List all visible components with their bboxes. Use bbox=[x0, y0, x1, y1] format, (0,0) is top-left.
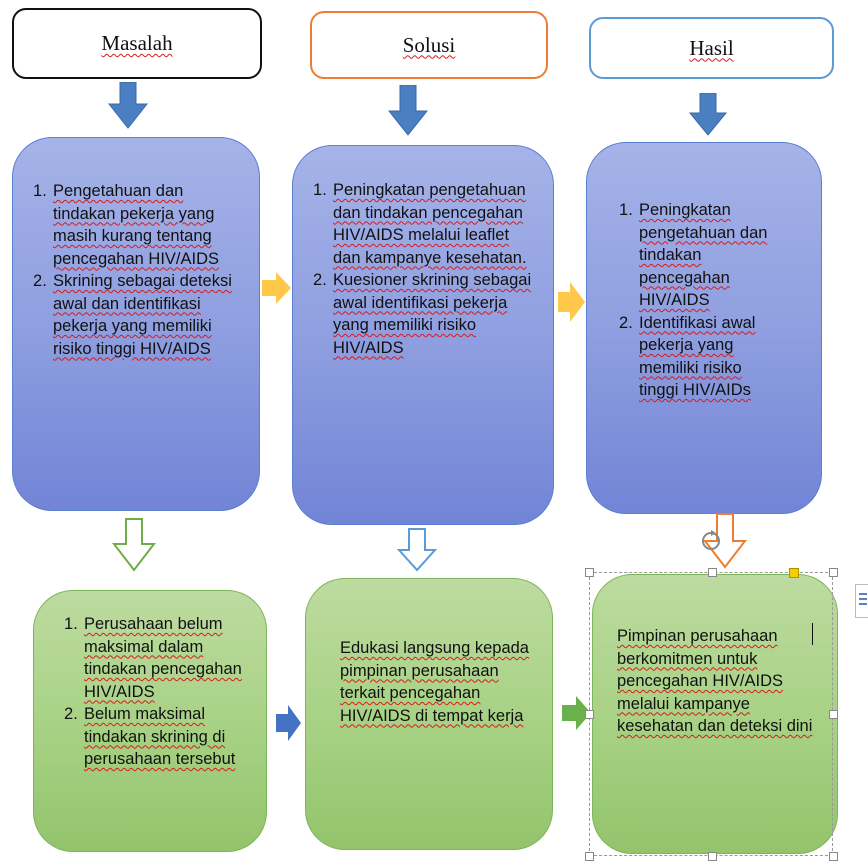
hasil-bottom-box: Pimpinan perusahaan berkomitmen untuk pe… bbox=[592, 574, 838, 854]
resize-handle-bl[interactable] bbox=[585, 852, 594, 861]
header-solusi: Solusi bbox=[310, 11, 548, 79]
masalah-bottom-box: Perusahaan belum maksimal dalam tindakan… bbox=[33, 590, 267, 852]
adjust-handle[interactable] bbox=[789, 568, 799, 578]
header-hasil: Hasil bbox=[589, 17, 834, 79]
list-item: Identifikasi awal pekerja yang memiliki … bbox=[619, 312, 756, 400]
header-hasil-label: Hasil bbox=[689, 35, 734, 60]
resize-handle-ml[interactable] bbox=[585, 710, 594, 719]
hasil-box: Peningkatan pengetahuan dan tindakan pen… bbox=[586, 142, 822, 514]
list-item: Perusahaan belum maksimal dalam tindakan… bbox=[64, 613, 242, 701]
text-cursor bbox=[812, 623, 813, 645]
resize-handle-mr[interactable] bbox=[829, 710, 838, 719]
resize-handle-tm[interactable] bbox=[708, 568, 717, 577]
masalah-list: Pengetahuan dan tindakan pekerja yang ma… bbox=[33, 180, 249, 360]
arrow-down-outline-blue bbox=[397, 528, 437, 572]
resize-handle-tr[interactable] bbox=[829, 568, 838, 577]
arrow-down-outline-green bbox=[112, 518, 156, 572]
arrow-right-yellow-1 bbox=[262, 272, 291, 304]
resize-handle-bm[interactable] bbox=[708, 852, 717, 861]
arrow-right-green bbox=[562, 696, 591, 730]
resize-handle-tl[interactable] bbox=[585, 568, 594, 577]
arrow-right-yellow-2 bbox=[558, 282, 585, 322]
arrow-down-hasil bbox=[688, 93, 728, 136]
arrow-down-solusi bbox=[387, 85, 429, 136]
list-item: Skrining sebagai deteksi awal dan identi… bbox=[33, 270, 232, 358]
arrow-down-masalah bbox=[107, 82, 149, 129]
hasil-list: Peningkatan pengetahuan dan tindakan pen… bbox=[619, 199, 783, 402]
layout-options-icon[interactable] bbox=[855, 584, 868, 618]
masalah-bottom-list: Perusahaan belum maksimal dalam tindakan… bbox=[64, 613, 252, 771]
arrow-down-outline-orange bbox=[703, 513, 747, 569]
list-item: Belum maksimal tindakan skrining di peru… bbox=[64, 703, 236, 768]
solusi-list: Peningkatan pengetahuan dan tindakan pen… bbox=[313, 179, 539, 359]
solusi-box: Peningkatan pengetahuan dan tindakan pen… bbox=[292, 145, 554, 525]
header-masalah: Masalah bbox=[12, 8, 262, 79]
arrow-right-blue bbox=[276, 705, 301, 741]
solusi-bottom-box: Edukasi langsung kepada pimpinan perusah… bbox=[305, 578, 553, 850]
header-solusi-label: Solusi bbox=[402, 32, 456, 57]
list-item: Peningkatan pengetahuan dan tindakan pen… bbox=[313, 179, 527, 267]
resize-handle-br[interactable] bbox=[829, 852, 838, 861]
header-masalah-label: Masalah bbox=[101, 31, 173, 55]
selection-frame[interactable] bbox=[589, 572, 833, 856]
rotate-handle-icon[interactable] bbox=[698, 528, 724, 554]
solusi-bottom-text: Edukasi langsung kepada pimpinan perusah… bbox=[340, 639, 529, 725]
list-item: Kuesioner skrining sebagai awal identifi… bbox=[313, 269, 532, 357]
list-item: Pengetahuan dan tindakan pekerja yang ma… bbox=[33, 180, 220, 268]
masalah-box: Pengetahuan dan tindakan pekerja yang ma… bbox=[12, 137, 260, 511]
hasil-bottom-text: Pimpinan perusahaan berkomitmen untuk pe… bbox=[617, 627, 813, 735]
list-item: Peningkatan pengetahuan dan tindakan pen… bbox=[619, 199, 768, 309]
